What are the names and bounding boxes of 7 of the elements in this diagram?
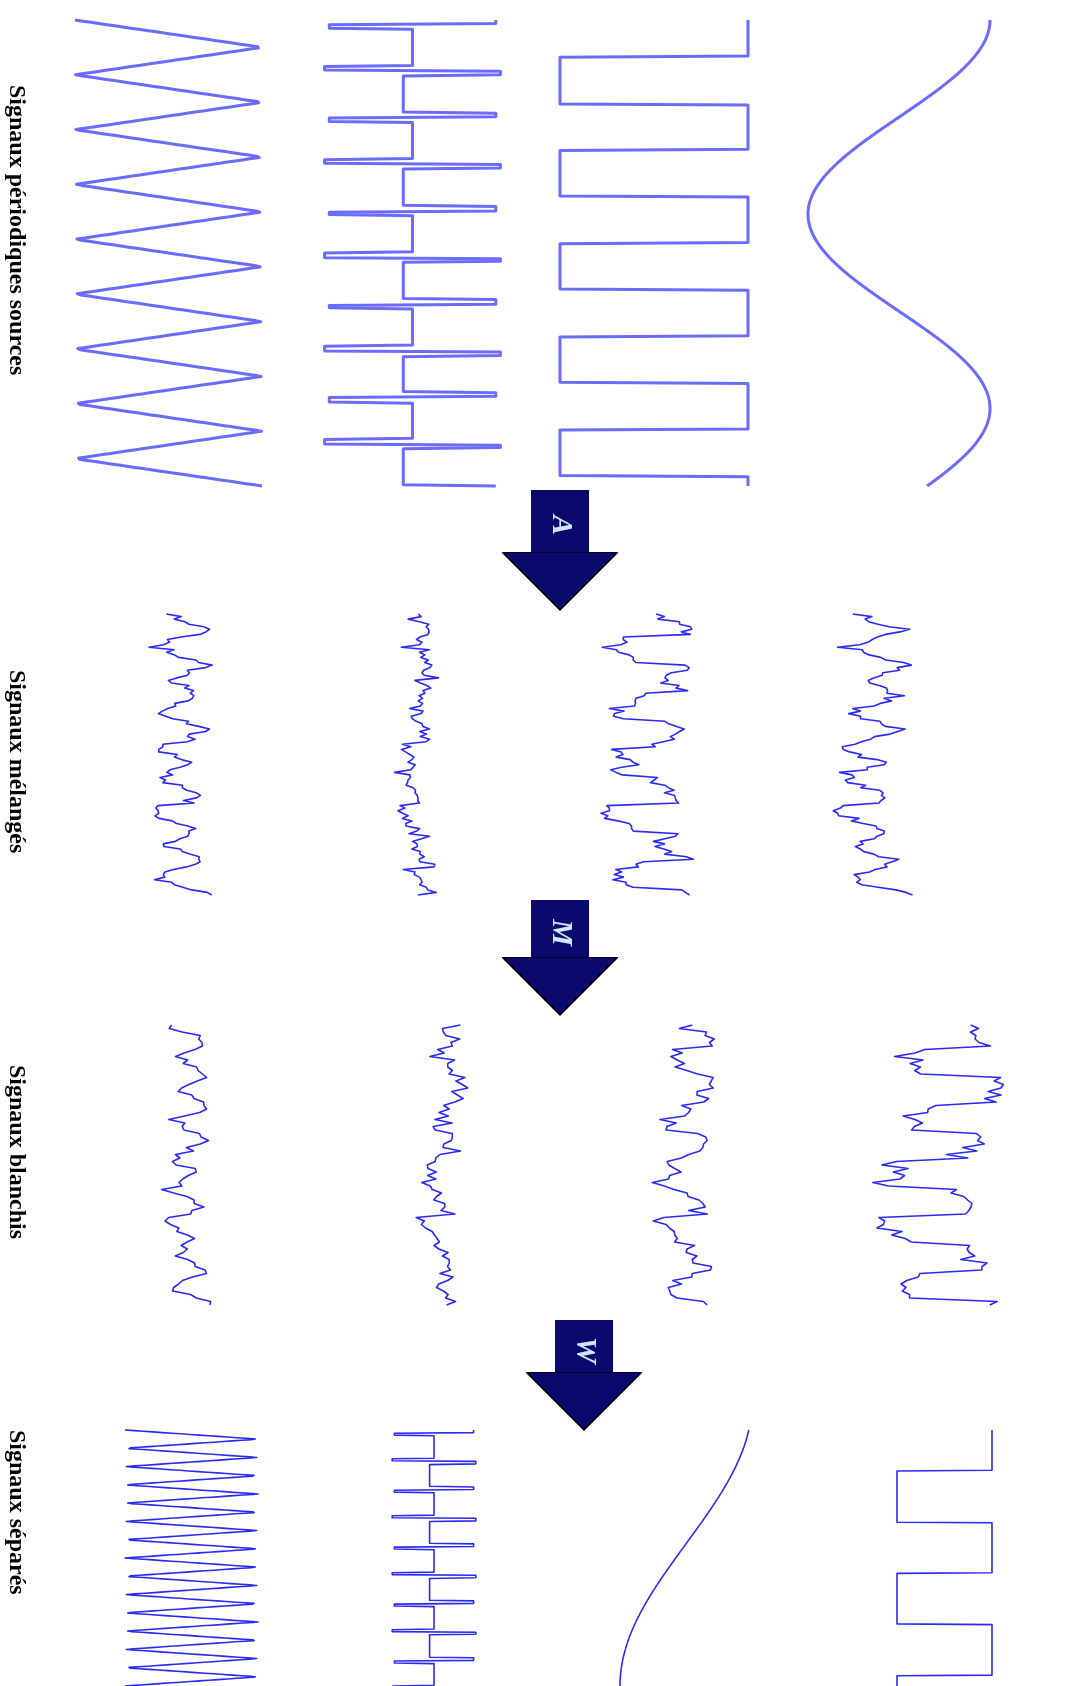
- panel-title: Signaux mélangés: [4, 670, 31, 854]
- panel-title: Signaux séparés: [4, 1430, 31, 1595]
- edge-label: W: [571, 1336, 605, 1364]
- panel-title: Signaux blanchis: [4, 1065, 31, 1240]
- edge-label: A: [547, 515, 581, 535]
- panel-title: Signaux périodiques sources: [4, 85, 31, 376]
- edge-label: M: [547, 919, 581, 946]
